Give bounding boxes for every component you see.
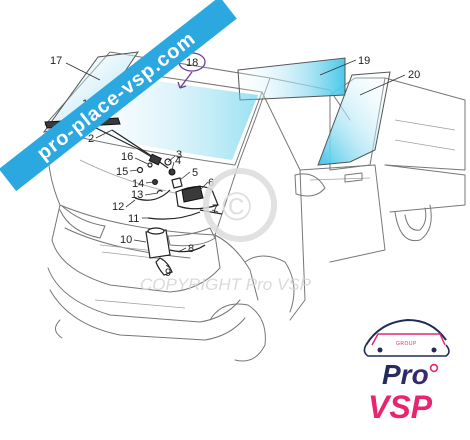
door-glass-right xyxy=(317,71,391,166)
logo-dot xyxy=(429,363,439,373)
callout-15: 15 xyxy=(116,166,128,178)
provsp-logo: GROUP Pro VSP xyxy=(363,318,450,425)
callout-8: 8 xyxy=(188,243,194,255)
callout-4: 4 xyxy=(175,155,181,167)
callout-5: 5 xyxy=(192,167,198,179)
callout-12: 12 xyxy=(112,201,124,213)
callout-10: 10 xyxy=(120,234,132,246)
callout-20: 20 xyxy=(408,69,420,81)
svg-text:©: © xyxy=(222,185,251,229)
callout-14: 14 xyxy=(132,178,144,190)
callout-18-arrow xyxy=(177,71,193,89)
callout-7: 7 xyxy=(212,203,218,215)
rear-cab-glass xyxy=(237,57,346,101)
copyright-watermark: © COPYRIGHT Pro VSP xyxy=(140,168,312,294)
callout-2: 2 xyxy=(88,133,94,145)
callout-18: 18 xyxy=(186,57,198,69)
callout-9: 9 xyxy=(165,267,171,279)
logo-line1: Pro xyxy=(382,359,429,390)
callout-13: 13 xyxy=(131,189,143,201)
callout-19: 19 xyxy=(358,55,370,67)
logo-group-label: GROUP xyxy=(396,341,417,347)
vehicle-outline xyxy=(44,51,466,362)
watermark-text: COPYRIGHT Pro VSP xyxy=(140,275,312,294)
callout-17: 17 xyxy=(50,55,62,67)
callout-3: 3 xyxy=(176,149,182,161)
callout-labels: 17 18 19 20 1 2 3 4 5 6 7 8 9 10 11 12 1… xyxy=(50,55,420,279)
callout-16: 16 xyxy=(121,151,133,163)
callout-11: 11 xyxy=(128,213,139,225)
callout-leaders xyxy=(65,59,406,269)
logo-line2: VSP xyxy=(368,389,433,425)
